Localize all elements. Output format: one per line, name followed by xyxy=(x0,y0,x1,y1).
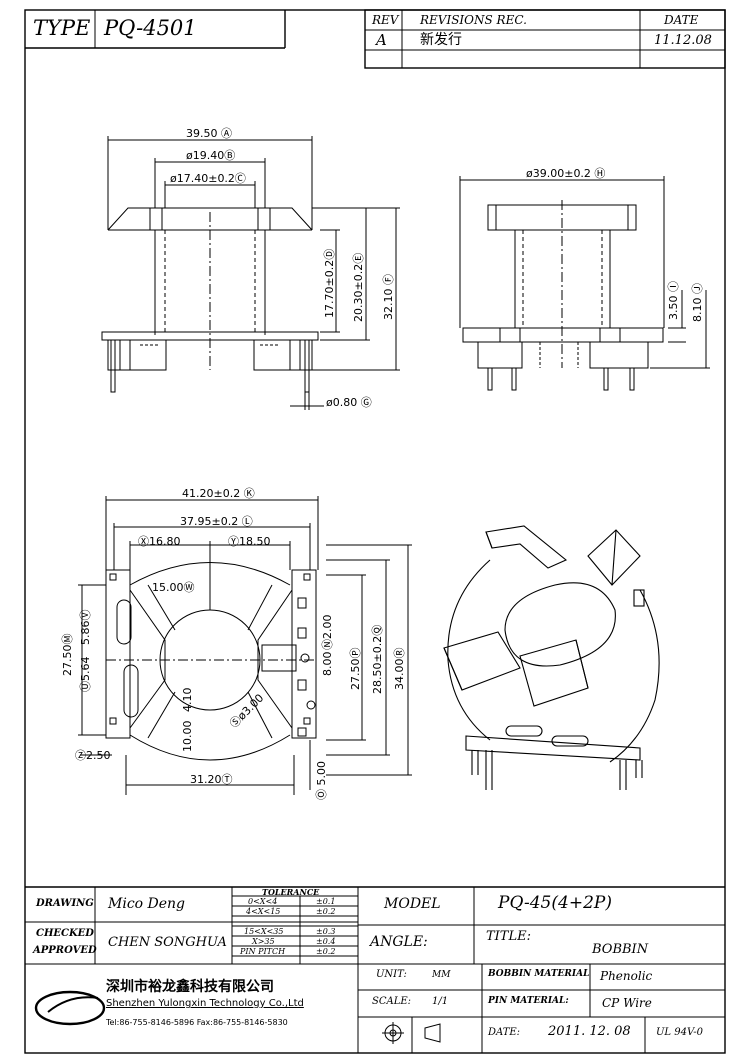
side-view xyxy=(459,176,710,391)
angle-label: ANGLE: xyxy=(370,934,428,950)
dim-bottom-m: 27.50Ⓜ xyxy=(61,633,74,677)
bottom-view xyxy=(78,496,412,795)
dim-front-c: ø17.40±0.2Ⓒ xyxy=(170,172,246,185)
tol-range-1: 0<X<4 xyxy=(248,897,278,906)
dim-bottom-a: 4.10 xyxy=(181,687,194,713)
bobbin-material-value: Phenolic xyxy=(600,969,653,983)
title-block-lines xyxy=(25,886,725,1053)
pin-material-value: CP Wire xyxy=(602,996,652,1010)
tol-value-3: ±0.3 xyxy=(316,927,336,936)
pin-material-label: PIN MATERIAL: xyxy=(488,996,569,1006)
dim-bottom-p: 27.50Ⓟ xyxy=(349,647,362,691)
date-header-label: DATE xyxy=(664,13,699,27)
isometric-view xyxy=(443,525,660,790)
model-value: PQ-45(4+2P) xyxy=(498,893,612,913)
dim-bottom-ten: 10.00 xyxy=(181,720,194,753)
dim-bottom-x: Ⓧ16.80 xyxy=(138,535,181,548)
rev-value: A xyxy=(376,31,387,49)
tol-range-3: 15<X<35 xyxy=(244,927,284,936)
dim-bottom-y: Ⓨ18.50 xyxy=(228,535,271,548)
revision-date: 11.12.08 xyxy=(654,33,712,48)
date-label: DATE: xyxy=(488,1027,521,1038)
dim-bottom-five: Ⓞ 5.00 xyxy=(315,761,328,800)
company-name-cn: 深圳市裕龙鑫科技有限公司 xyxy=(106,979,274,995)
unit-value: MM xyxy=(432,970,451,980)
tol-value-1: ±0.1 xyxy=(316,897,336,906)
bobbin-material-label: BOBBIN MATERIAL xyxy=(488,969,590,979)
dim-front-b: ø19.40Ⓑ xyxy=(186,149,236,162)
tolerance-title: TOLERANCE xyxy=(262,887,320,897)
title-value: BOBBIN xyxy=(592,942,649,957)
approved-label: APPROVED xyxy=(33,945,97,956)
scale-label: SCALE: xyxy=(372,996,412,1007)
tol-value-2: ±0.2 xyxy=(316,907,336,916)
tol-range-5: PIN PITCH xyxy=(240,947,286,956)
type-value: PQ-4501 xyxy=(104,16,197,40)
dim-front-f: 32.10 Ⓕ xyxy=(382,274,395,320)
dim-bottom-o: 8.00 xyxy=(321,651,334,677)
rating: UL 94V-0 xyxy=(656,1027,704,1038)
tol-value-5: ±0.2 xyxy=(316,947,336,956)
title-label: TITLE: xyxy=(486,929,531,944)
tol-range-4: X>35 xyxy=(252,937,275,946)
dim-bottom-k: 41.20±0.2 Ⓚ xyxy=(182,487,255,500)
dim-side-h: ø39.00±0.2 Ⓗ xyxy=(526,167,606,180)
scale-value: 1/1 xyxy=(432,996,449,1007)
drawing-label: DRAWING xyxy=(36,898,94,909)
dim-bottom-v: 5.86Ⓥ xyxy=(79,609,92,646)
dim-bottom-w: 15.00Ⓦ xyxy=(152,581,195,594)
dim-front-d: 17.70±0.2Ⓓ xyxy=(323,248,336,318)
approved-value: CHEN SONGHUA xyxy=(108,935,227,950)
rev-label: REV xyxy=(372,13,399,27)
company-tel: Tel:86-755-8146-5896 Fax:86-755-8146-583… xyxy=(106,1018,288,1027)
dim-bottom-t: 31.20Ⓣ xyxy=(190,773,233,786)
revision-text: 新发行 xyxy=(420,32,462,48)
drawing-value: Mico Deng xyxy=(108,896,186,912)
revisions-label: REVISIONS REC. xyxy=(420,13,527,27)
dim-bottom-z: Ⓩ2.50 xyxy=(75,749,111,762)
type-label: TYPE xyxy=(33,16,91,40)
front-view xyxy=(101,136,400,410)
company-name-en: Shenzhen Yulongxin Technology Co.,Ltd xyxy=(106,998,304,1009)
dim-bottom-u: Ⓤ5.64 xyxy=(79,656,92,693)
dim-bottom-l: 37.95±0.2 Ⓛ xyxy=(180,515,253,528)
dim-front-e: 20.30±0.2Ⓔ xyxy=(352,252,365,322)
unit-label: UNIT: xyxy=(376,969,407,980)
model-label: MODEL xyxy=(384,896,441,912)
tol-value-4: ±0.4 xyxy=(316,937,336,946)
tol-range-2: 4<X<15 xyxy=(246,907,281,916)
dim-front-g: ø0.80 Ⓖ xyxy=(326,396,372,409)
dim-bottom-n: Ⓝ2.00 xyxy=(321,614,334,651)
dim-bottom-q: 28.50±0.2Ⓠ xyxy=(371,624,384,694)
date-value: 2011. 12. 08 xyxy=(548,1024,631,1039)
dim-side-i: 3.50 Ⓘ xyxy=(667,281,680,320)
dim-side-j: 8.10 Ⓙ xyxy=(691,283,704,322)
dim-bottom-r: 34.00Ⓡ xyxy=(393,647,406,691)
dim-front-a: 39.50 Ⓐ xyxy=(186,127,232,140)
checked-label: CHECKED xyxy=(36,928,94,939)
